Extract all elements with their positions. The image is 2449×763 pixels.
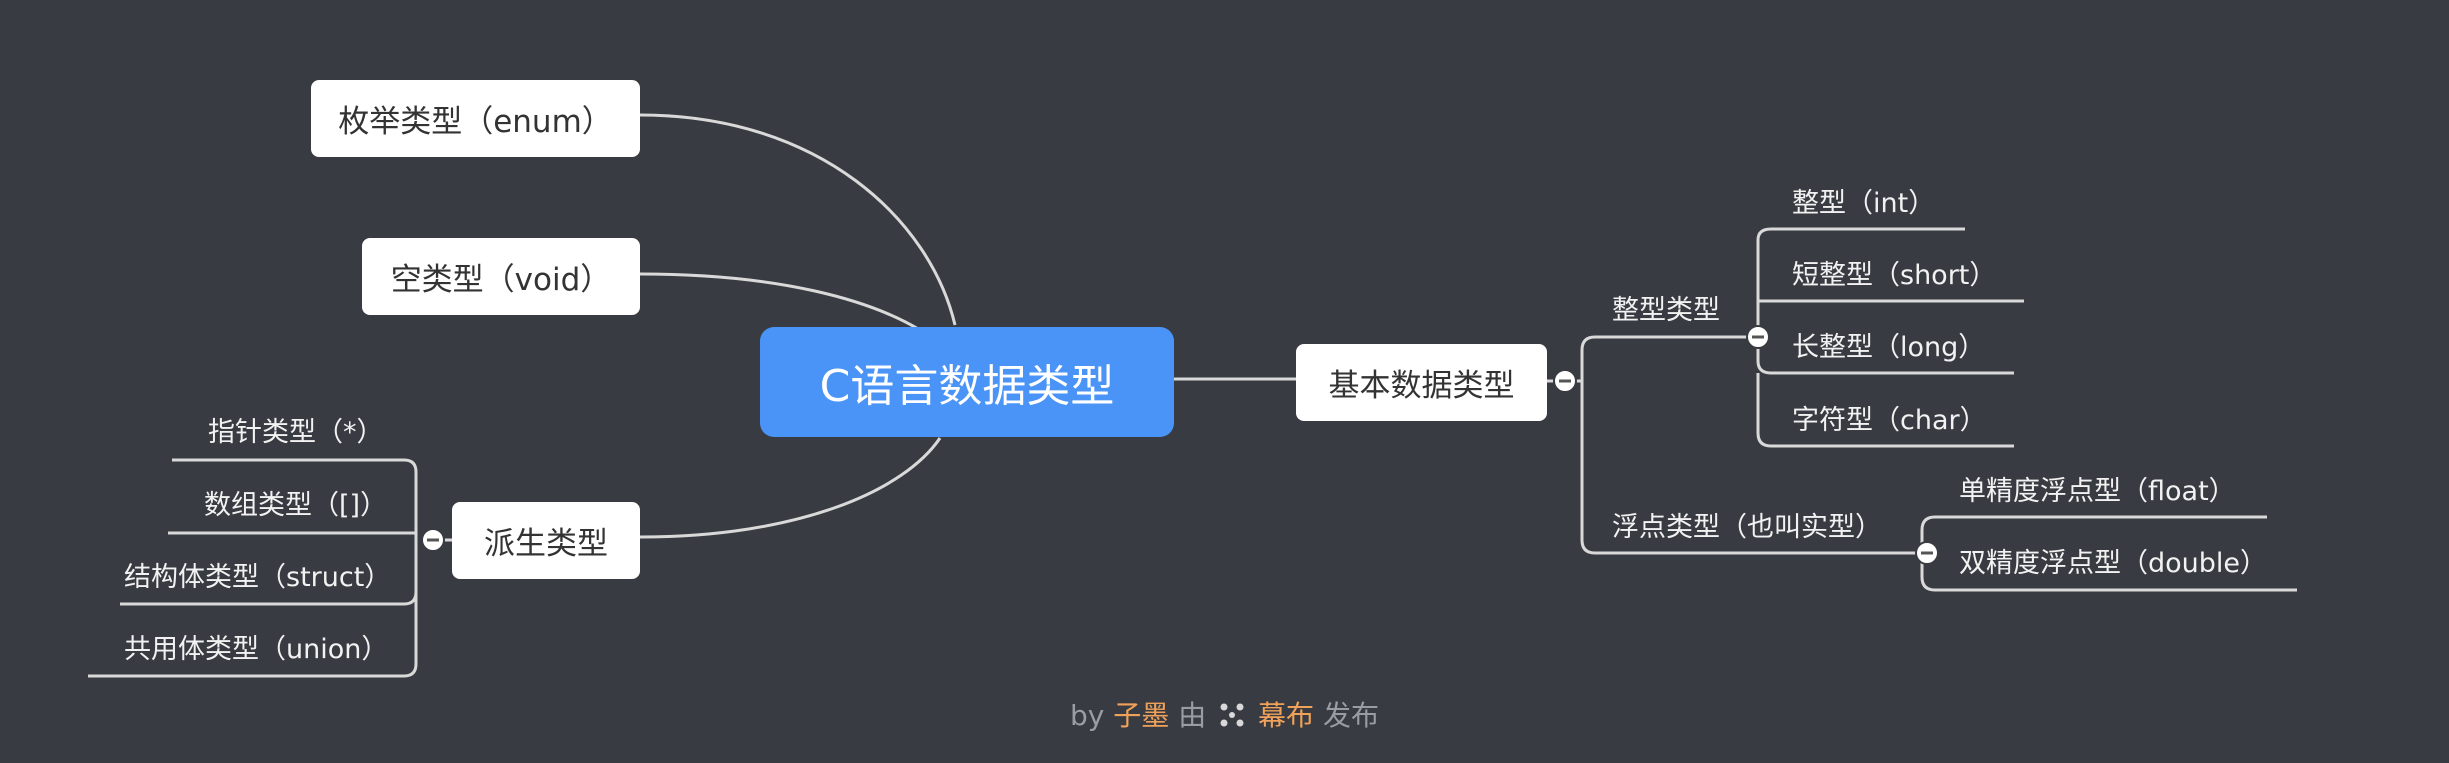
root-label: C语言数据类型	[819, 361, 1115, 412]
footer-author[interactable]: 子墨	[1113, 699, 1170, 732]
link-root-derived	[639, 437, 942, 539]
integer-child-long[interactable]: 长整型（long）	[1792, 332, 1986, 363]
footer-mid: 由	[1178, 699, 1207, 732]
derived-child-struct[interactable]: 结构体类型（struct）	[124, 562, 392, 593]
derived-child-union[interactable]: 共用体类型（union）	[124, 634, 389, 665]
root-node[interactable]: C语言数据类型	[760, 327, 1174, 437]
collapse-icon[interactable]	[421, 528, 445, 552]
mubu-logo-icon	[1220, 703, 1244, 727]
integer-child-char[interactable]: 字符型（char）	[1792, 405, 1987, 436]
collapse-icon[interactable]	[1553, 369, 1577, 393]
node-basic[interactable]: 基本数据类型	[1296, 344, 1547, 421]
float-group-label[interactable]: 浮点类型（也叫实型）	[1612, 512, 1882, 543]
integer-group-label[interactable]: 整型类型	[1612, 295, 1720, 326]
link-basic-integer	[1565, 335, 1758, 383]
footer-end: 发布	[1322, 699, 1379, 732]
float-child-single[interactable]: 单精度浮点型（float）	[1959, 476, 2236, 507]
node-void[interactable]: 空类型（void）	[362, 238, 640, 315]
integer-child-int[interactable]: 整型（int）	[1792, 188, 1936, 219]
derived-child-array[interactable]: 数组类型（[]）	[204, 490, 388, 521]
footer-credit: by 子墨 由 幕布 发布	[0, 694, 2449, 734]
link-long	[1756, 337, 2014, 375]
link-float-double	[1920, 553, 2297, 592]
node-derived[interactable]: 派生类型	[452, 502, 640, 579]
node-basic-label: 基本数据类型	[1328, 368, 1515, 404]
float-child-double[interactable]: 双精度浮点型（double）	[1959, 548, 2268, 579]
node-enum[interactable]: 枚举类型（enum）	[311, 80, 640, 157]
collapse-icon[interactable]	[1746, 325, 1770, 349]
link-root-void	[639, 272, 921, 332]
collapse-icon[interactable]	[1915, 541, 1939, 565]
integer-child-short[interactable]: 短整型（short）	[1792, 260, 1997, 291]
link-union	[88, 592, 418, 678]
footer-by: by	[1070, 699, 1105, 732]
node-enum-label: 枚举类型（enum）	[338, 104, 613, 140]
link-pointer	[172, 458, 418, 540]
node-derived-label: 派生类型	[484, 526, 608, 562]
link-root-enum	[639, 113, 957, 326]
node-void-label: 空类型（void）	[390, 262, 612, 298]
link-float-single	[1920, 515, 2267, 553]
link-basic-float	[1580, 381, 1922, 555]
derived-child-pointer[interactable]: 指针类型（*）	[208, 417, 384, 448]
link-int	[1756, 227, 1965, 337]
link-char	[1756, 373, 2014, 448]
footer-brand[interactable]: 幕布	[1258, 699, 1315, 732]
